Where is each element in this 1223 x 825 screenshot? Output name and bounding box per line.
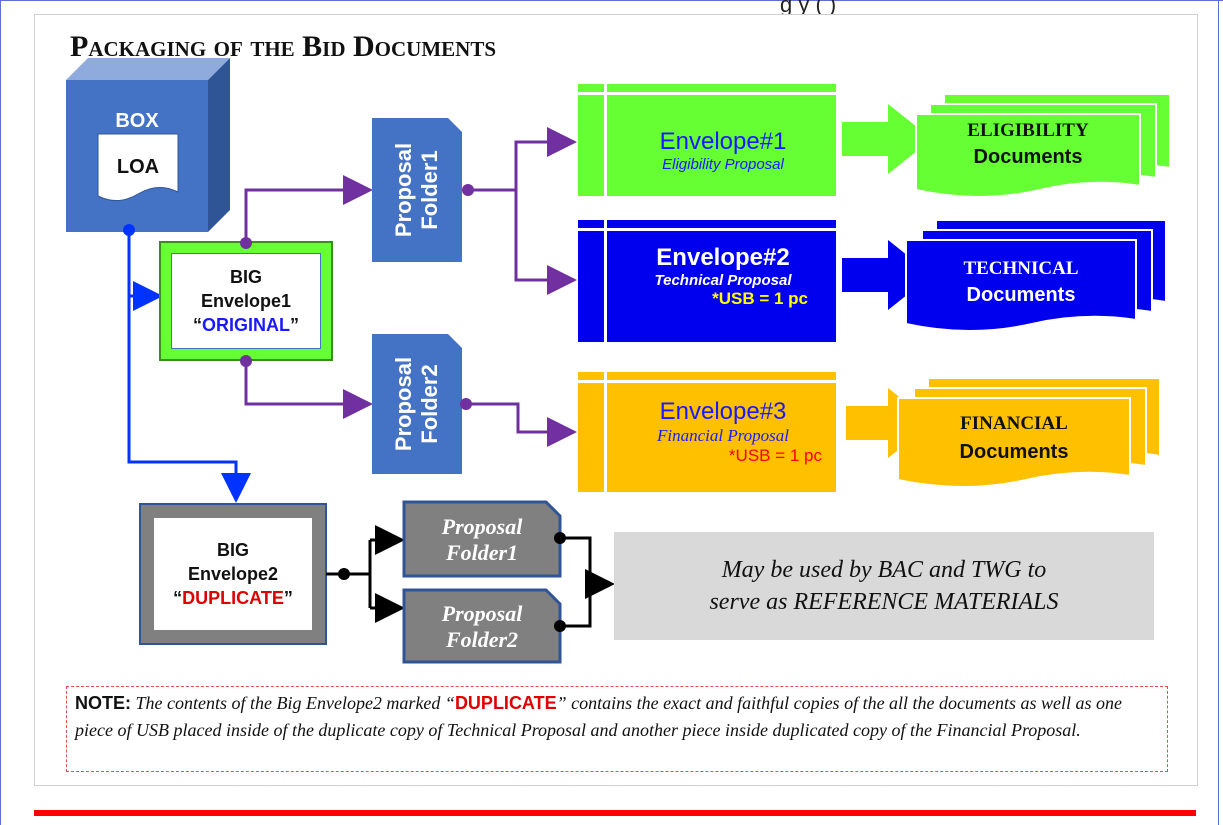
financial-documents-title: FINANCIAL xyxy=(960,413,1068,434)
envelope3-subtitle: Financial Proposal xyxy=(656,426,790,445)
technical-documents: TECHNICAL Documents xyxy=(906,256,1136,308)
envelope1-shape xyxy=(578,84,836,196)
dup-folder2-shape xyxy=(402,588,562,664)
loa-paper-shape xyxy=(97,133,179,201)
technical-documents-subtitle: Documents xyxy=(966,284,1076,306)
arrow-financial xyxy=(846,388,932,458)
dup-proposal-folder1: Proposal Folder1 xyxy=(404,504,560,576)
envelope2-shape xyxy=(578,220,836,342)
envelope3: Envelope#3 Financial Proposal *USB = 1 p… xyxy=(610,398,836,488)
reference-materials-box: May be used by BAC and TWG to serve as R… xyxy=(614,532,1154,640)
eligibility-documents-shape xyxy=(915,93,1171,198)
loa-label: LOA xyxy=(116,155,160,178)
duplicate-marking: DUPLICATE xyxy=(182,588,284,608)
arrow-eligibility xyxy=(842,104,932,174)
envelope3-title: Envelope#3 xyxy=(659,398,787,425)
envelope1: Envelope#1 Eligibility Proposal xyxy=(610,118,836,182)
reference-line2: serve as REFERENCE MATERIALS xyxy=(709,589,1059,615)
proposal-folder2-line1: Proposal xyxy=(391,356,417,452)
big-envelope2: BIG Envelope2 “DUPLICATE” xyxy=(154,518,312,630)
proposal-folder2: Proposal Folder2 xyxy=(372,334,462,474)
reference-line1: May be used by BAC and TWG to xyxy=(721,557,1047,583)
diagram-title: Packaging of the Bid Documents xyxy=(70,30,497,63)
big-envelope1-line2: Envelope1 xyxy=(200,291,292,311)
financial-documents: FINANCIAL Documents xyxy=(898,410,1130,466)
page-frame-left xyxy=(0,0,1,825)
eligibility-documents-title: ELIGIBILITY xyxy=(967,120,1089,141)
big-envelope1: BIG Envelope1 “ORIGINAL” xyxy=(172,254,320,348)
dup-proposal-folder2: Proposal Folder2 xyxy=(404,592,560,662)
note-text-part2: ” contains the exact and faithful copies… xyxy=(75,693,1123,740)
original-marking: ORIGINAL xyxy=(202,315,290,335)
proposal-folder1-line2: Folder1 xyxy=(417,150,443,230)
eligibility-documents: ELIGIBILITY Documents xyxy=(916,118,1140,170)
page-frame-right xyxy=(1218,0,1219,825)
eligibility-documents-subtitle: Documents xyxy=(973,146,1083,168)
footer-red-rule xyxy=(34,810,1196,816)
note-box: NOTE: The contents of the Big Envelope2 … xyxy=(66,686,1168,772)
envelope1-subtitle: Eligibility Proposal xyxy=(662,155,784,173)
financial-documents-shape xyxy=(897,377,1161,488)
page-frame-top xyxy=(0,0,1223,9)
box-label: BOX xyxy=(115,109,159,132)
dup-folder1-line1: Proposal xyxy=(441,514,523,539)
dup-folder2-line2: Folder2 xyxy=(445,627,519,652)
financial-documents-subtitle: Documents xyxy=(959,441,1069,463)
proposal-folder1: Proposal Folder1 xyxy=(372,118,462,262)
envelope3-usb: *USB = 1 pc xyxy=(728,446,822,465)
envelope2: Envelope#2 Technical Proposal *USB = 1 p… xyxy=(610,244,836,334)
technical-documents-shape xyxy=(905,219,1167,332)
cropped-header-text: g y ( ) xyxy=(780,0,837,17)
envelope2-usb: *USB = 1 pc xyxy=(712,289,808,308)
big-envelope2-line2: Envelope2 xyxy=(187,564,279,584)
big-envelope2-line1: BIG xyxy=(216,540,249,560)
note-duplicate-marking: DUPLICATE xyxy=(454,693,557,713)
proposal-folder2-shape xyxy=(372,334,462,474)
envelope2-subtitle: Technical Proposal xyxy=(654,272,792,289)
dup-folder1-line2: Folder1 xyxy=(445,540,519,565)
envelope1-title: Envelope#1 xyxy=(659,127,787,155)
big-envelope1-line1: BIG xyxy=(229,267,262,287)
dup-folder2-line1: Proposal xyxy=(441,601,523,626)
technical-documents-title: TECHNICAL xyxy=(963,258,1079,279)
proposal-folder2-line2: Folder2 xyxy=(417,364,443,444)
note-label: NOTE: xyxy=(75,693,131,713)
big-envelope2-marking-line: “DUPLICATE” xyxy=(173,586,293,610)
quote-close: ” xyxy=(290,315,299,335)
envelope2-title: Envelope#2 xyxy=(656,244,790,271)
quote-close: ” xyxy=(283,588,293,608)
note-text-part1: The contents of the Big Envelope2 marked… xyxy=(131,693,455,713)
dup-folder1-shape xyxy=(402,500,562,578)
proposal-folder1-shape xyxy=(372,118,462,262)
proposal-folder1-line1: Proposal xyxy=(391,142,417,238)
envelope3-shape xyxy=(578,372,836,492)
quote-open: “ xyxy=(173,588,183,608)
big-envelope1-marking-line: “ORIGINAL” xyxy=(193,313,299,337)
quote-open: “ xyxy=(193,315,202,335)
